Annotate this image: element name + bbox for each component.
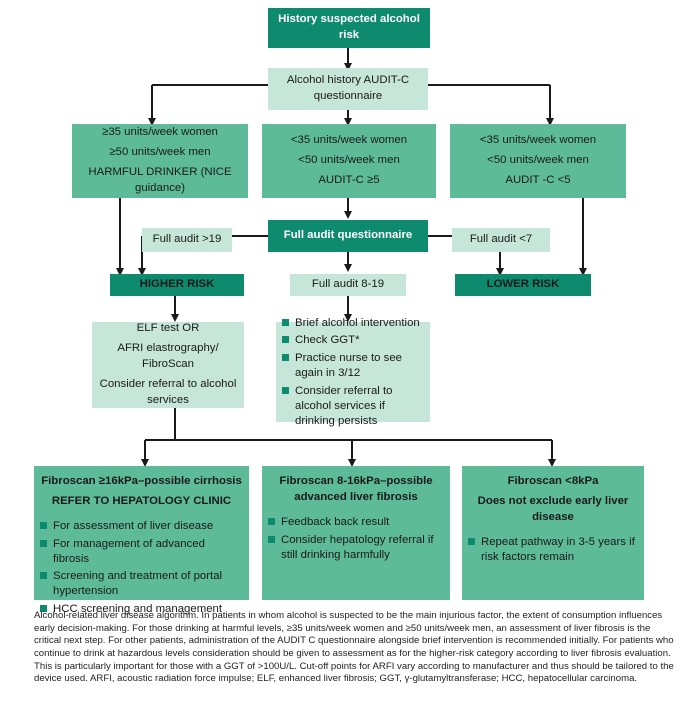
full-audit-lt7-box: Full audit <7 bbox=[452, 228, 550, 252]
elf-line: ELF test OR bbox=[136, 322, 200, 335]
list-item: Brief alcohol intervention bbox=[282, 316, 424, 331]
outcome-mid-title: Fibroscan 8-16kPa–possible advanced live… bbox=[279, 475, 433, 503]
list-item: Feedback back result bbox=[268, 515, 444, 530]
full-audit-label: Full audit questionnaire bbox=[283, 229, 413, 242]
branch-right-box: <35 units/week women <50 units/week men … bbox=[450, 124, 626, 198]
list-item: Practice nurse to see again in 3/12 bbox=[282, 351, 424, 381]
branch-mid-line: <50 units/week men bbox=[298, 154, 400, 167]
higher-risk-box: HIGHER RISK bbox=[110, 274, 244, 296]
branch-mid-line: <35 units/week women bbox=[290, 134, 408, 147]
branch-mid-box: <35 units/week women <50 units/week men … bbox=[262, 124, 436, 198]
outcome-mid-box: Fibroscan 8-16kPa–possible advanced live… bbox=[262, 466, 450, 600]
figure-caption: Alcohol-related liver disease algorithm.… bbox=[34, 610, 674, 685]
list-item: Screening and treatment of portal hypert… bbox=[40, 569, 243, 599]
list-item: For management of advanced fibrosis bbox=[40, 537, 243, 567]
branch-mid-line: AUDIT-C ≥5 bbox=[318, 173, 380, 186]
outcome-mid-list: Feedback back result Consider hepatology… bbox=[268, 512, 444, 565]
list-item: Repeat pathway in 3-5 years if risk fact… bbox=[468, 535, 638, 565]
list-item: HCC screening and management bbox=[40, 602, 243, 617]
higher-risk-label: HIGHER RISK bbox=[139, 278, 215, 291]
outcome-right-title: Fibroscan <8kPa bbox=[507, 475, 599, 487]
full-audit-8-19-label: Full audit 8-19 bbox=[311, 278, 385, 291]
lower-risk-box: LOWER RISK bbox=[455, 274, 591, 296]
full-audit-gt19-box: Full audit >19 bbox=[142, 228, 232, 252]
elf-box: ELF test OR AFRI elastrography/ FibroSca… bbox=[92, 322, 244, 408]
outcome-left-box: Fibroscan ≥16kPa–possible cirrhosis REFE… bbox=[34, 466, 249, 615]
branch-right-line: AUDIT -C <5 bbox=[505, 173, 571, 186]
audit-c-box: Alcohol history AUDIT-C questionnaire bbox=[268, 68, 428, 110]
branch-left-line: HARMFUL DRINKER (NICE guidance) bbox=[88, 166, 232, 194]
list-item: Consider hepatology referral if still dr… bbox=[268, 533, 444, 563]
outcome-right-list: Repeat pathway in 3-5 years if risk fact… bbox=[468, 532, 638, 568]
list-item: Check GGT* bbox=[282, 333, 424, 348]
outcome-left-title: Fibroscan ≥16kPa–possible cirrhosis bbox=[41, 475, 242, 487]
list-item: Consider referral to alcohol services if… bbox=[282, 384, 424, 428]
lower-risk-label: LOWER RISK bbox=[486, 278, 560, 291]
list-item: For assessment of liver disease bbox=[40, 519, 243, 534]
branch-right-line: <35 units/week women bbox=[479, 134, 597, 147]
start-label: History suspected alcohol risk bbox=[278, 13, 420, 41]
intervention-box: Brief alcohol intervention Check GGT* Pr… bbox=[276, 317, 430, 427]
branch-left-line: ≥35 units/week women bbox=[102, 126, 218, 139]
branch-left-box: ≥35 units/week women ≥50 units/week men … bbox=[72, 124, 248, 198]
outcome-right-box: Fibroscan <8kPa Does not exclude early l… bbox=[462, 466, 644, 600]
branch-right-line: <50 units/week men bbox=[487, 154, 589, 167]
elf-line: Consider referral to alcohol services bbox=[99, 377, 237, 406]
branch-left-line: ≥50 units/week men bbox=[109, 146, 211, 159]
elf-line: AFRI elastrography/ FibroScan bbox=[117, 342, 219, 371]
outcome-left-list: For assessment of liver disease For mana… bbox=[40, 516, 243, 620]
full-audit-8-19-box: Full audit 8-19 bbox=[290, 274, 406, 296]
full-audit-box: Full audit questionnaire bbox=[268, 220, 428, 252]
full-audit-gt19-label: Full audit >19 bbox=[152, 233, 222, 246]
outcome-right-subtitle: Does not exclude early liver disease bbox=[477, 494, 629, 523]
full-audit-lt7-label: Full audit <7 bbox=[469, 233, 533, 246]
outcome-left-subtitle: REFER TO HEPATOLOGY CLINIC bbox=[51, 494, 232, 507]
intervention-list: Brief alcohol intervention Check GGT* Pr… bbox=[282, 313, 424, 432]
start-box: History suspected alcohol risk bbox=[268, 8, 430, 48]
audit-c-label: Alcohol history AUDIT-C questionnaire bbox=[286, 74, 410, 102]
